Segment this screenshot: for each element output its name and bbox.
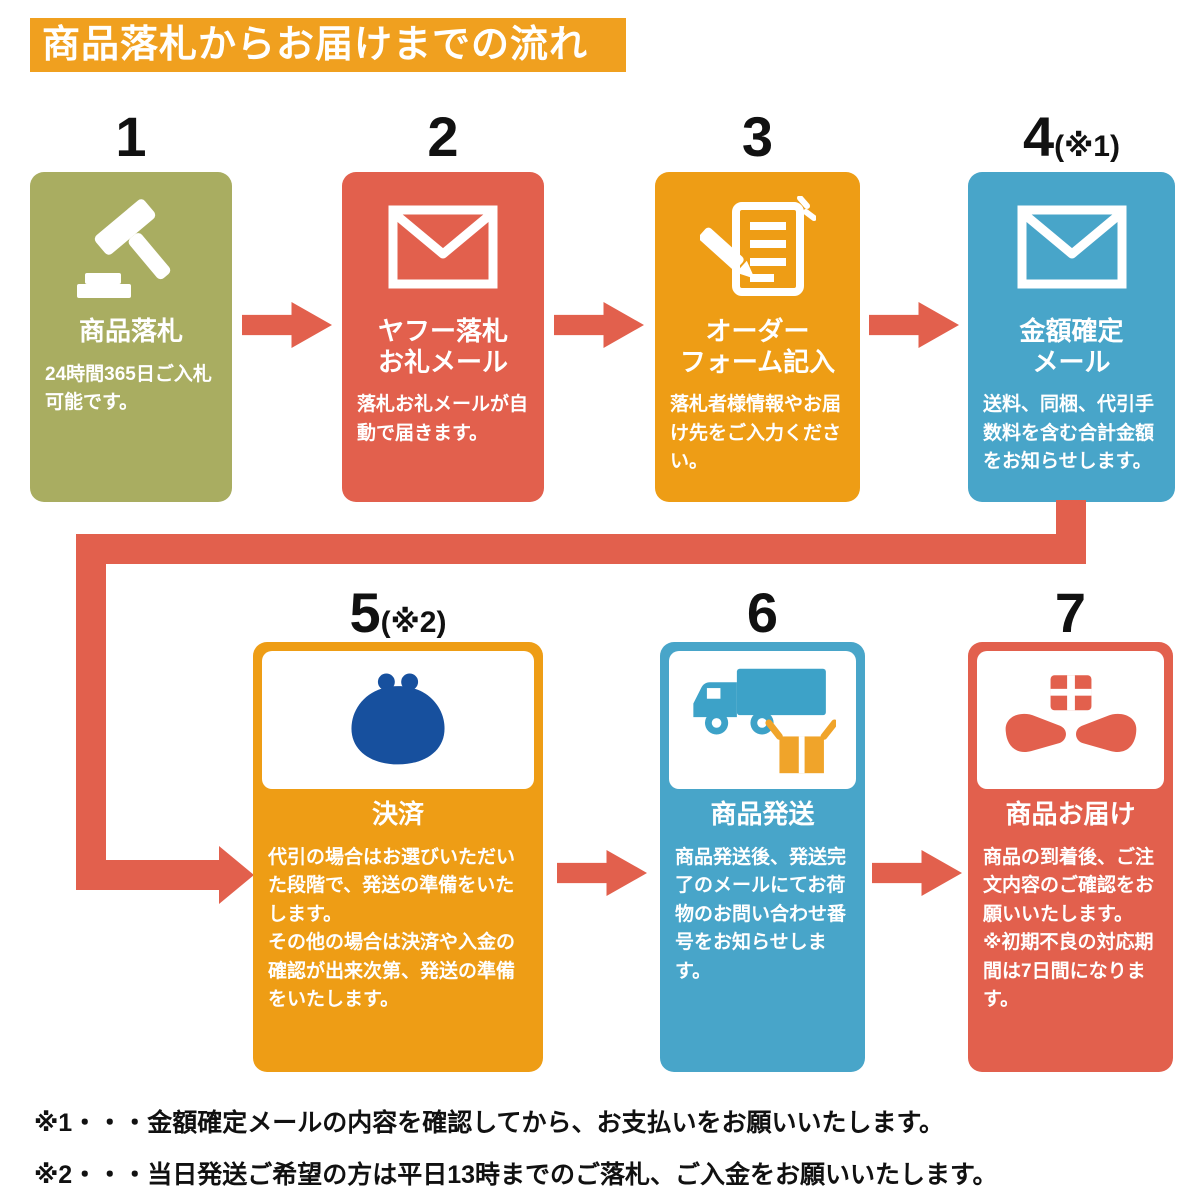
mail-icon xyxy=(968,188,1175,306)
step-7-label: 商品お届け xyxy=(1005,799,1136,829)
step-4-desc: 送料、同梱、代引手数料を含む合計金額をお知らせします。 xyxy=(983,394,1155,473)
step-6-number: 6 xyxy=(660,582,865,644)
step-2-desc: 落札お礼メールが自動で届きます。 xyxy=(357,394,529,444)
flow-arrow-1 xyxy=(242,302,332,348)
flow-arrow-2 xyxy=(554,302,644,348)
step-5-desc: 代引の場合はお選びいただいた段階で、発送の準備をいたします。 その他の場合は決済… xyxy=(268,846,516,1011)
step-5-label: 決済 xyxy=(371,799,424,829)
step-3-number: 3 xyxy=(655,106,860,168)
truck-icon xyxy=(669,651,856,789)
step-4-number-suffix: (※1) xyxy=(1054,130,1120,163)
step-1-desc: 24時間365日ご入札可能です。 xyxy=(45,363,212,414)
step-5-card: 決済 代引の場合はお選びいただいた段階で、発送の準備をいたします。 その他の場合… xyxy=(253,642,543,1072)
footnote-1: ※1・・・金額確定メールの内容を確認してから、お支払いをお願いいたします。 xyxy=(34,1109,944,1137)
flow-connector-segment xyxy=(76,534,106,890)
flow-connector-segment xyxy=(76,534,1086,564)
step-3-number-value: 3 xyxy=(741,105,774,168)
step-4-number: 4(※1) xyxy=(968,106,1175,168)
step-4-number-value: 4 xyxy=(1023,105,1055,168)
flow-arrow-4 xyxy=(557,850,647,896)
step-6-number-value: 6 xyxy=(746,581,779,644)
delivery-hands-icon xyxy=(977,651,1164,789)
purse-icon xyxy=(262,651,534,789)
step-1-label: 商品落札 xyxy=(78,316,183,346)
step-7-number: 7 xyxy=(968,582,1173,644)
step-6-card: 商品発送 商品発送後、発送完了のメールにてお荷物のお問い合わせ番号をお知らせしま… xyxy=(660,642,865,1072)
title-banner: 商品落札からお届けまでの流れ xyxy=(30,18,626,72)
flow-arrow-3 xyxy=(869,302,959,348)
step-3-desc: 落札者様情報やお届け先をご入力ください。 xyxy=(670,394,842,473)
step-7-card: 商品お届け 商品の到着後、ご注文内容のご確認をお願いいたします。 ※初期不良の対… xyxy=(968,642,1173,1072)
footnote-2: ※2・・・当日発送ご希望の方は平日13時までのご落札、ご入金をお願いいたします。 xyxy=(34,1161,998,1189)
step-2-label: ヤフー落札 お礼メール xyxy=(377,316,508,377)
step-7-desc: 商品の到着後、ご注文内容のご確認をお願いいたします。 ※初期不良の対応期間は7日… xyxy=(983,846,1155,1011)
gavel-icon xyxy=(30,188,232,306)
step-6-desc: 商品発送後、発送完了のメールにてお荷物のお問い合わせ番号をお知らせします。 xyxy=(675,846,847,982)
step-5-number-suffix: (※2) xyxy=(380,606,447,639)
step-4-label: 金額確定 メール xyxy=(1019,316,1124,377)
flow-arrow-5 xyxy=(872,850,962,896)
order-form-icon xyxy=(655,188,860,306)
step-1-number-value: 1 xyxy=(115,105,147,168)
step-5-number: 5(※2) xyxy=(253,582,543,644)
step-3-card: オーダー フォーム記入 落札者様情報やお届け先をご入力ください。 xyxy=(655,172,860,502)
flow-connector-segment xyxy=(76,860,220,890)
mail-icon xyxy=(342,188,544,306)
step-6-label: 商品発送 xyxy=(710,799,815,829)
step-3-label: オーダー フォーム記入 xyxy=(679,316,836,377)
step-1-number: 1 xyxy=(30,106,232,168)
flow-connector-arrowhead xyxy=(219,846,254,904)
step-1-card: 商品落札 24時間365日ご入札可能です。 xyxy=(30,172,232,502)
step-7-number-value: 7 xyxy=(1054,581,1087,644)
step-4-card: 金額確定 メール 送料、同梱、代引手数料を含む合計金額をお知らせします。 xyxy=(968,172,1175,502)
step-2-card: ヤフー落札 お礼メール 落札お礼メールが自動で届きます。 xyxy=(342,172,544,502)
step-2-number: 2 xyxy=(342,106,544,168)
step-2-number-value: 2 xyxy=(427,105,459,168)
step-5-number-value: 5 xyxy=(349,581,381,644)
